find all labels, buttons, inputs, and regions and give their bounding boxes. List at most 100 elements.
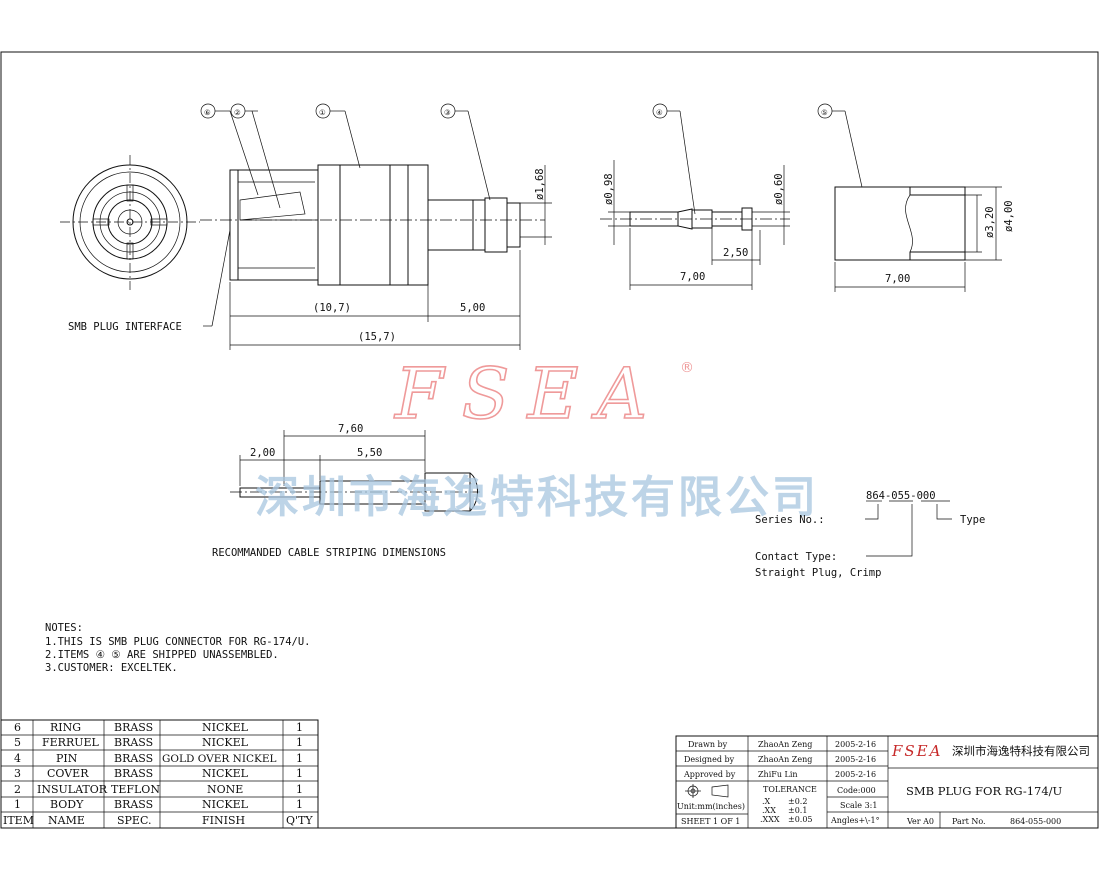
cell-finish: NICKEL [202,798,249,811]
part-no-label: Part No. [952,817,986,826]
units-label: Unit:mm(inches) [677,802,745,811]
callouts: ⑥ ② ① ③ ④ ⑤ [200,103,863,215]
table-row: 1 BODY BRASS NICKEL 1 [14,798,303,811]
table-row: 3 COVER BRASS NICKEL 1 [14,767,303,780]
cell-spec: TEFLON [111,783,160,796]
tol-xx-value: ±0.1 [788,806,807,815]
contact-type-label: Contact Type: [755,551,837,563]
tolerance-label: TOLERANCE [763,785,817,794]
header-name: NAME [48,814,85,827]
part-number-breakdown: 864-055-000 Series No.: Type Contact Typ… [755,490,985,579]
cell-name: INSULATOR [37,783,108,796]
title-block: Drawn by ZhaoAn Zeng 2005-2-16 Designed … [675,735,1099,829]
company-logo: FSEA [891,742,942,760]
company-name: 深圳市海逸特科技有限公司 [952,744,1090,758]
sheet-border [0,51,1099,829]
connector-side-view [200,164,545,286]
cell-item: 3 [14,767,21,780]
dim-5-50: 5,50 [357,447,382,459]
cell-name: COVER [47,767,89,780]
header-spec: SPEC. [117,814,152,827]
callout-5: ⑤ [821,108,828,117]
table-header-row: ITEM NAME SPEC. FINISH Q'TY [3,814,313,827]
fsea-watermark: FSEA [393,353,665,435]
cell-finish: GOLD OVER NICKEL [162,753,277,765]
bom-rows: 6 RING BRASS NICKEL 1 5 FERRUEL BRASS NI… [3,721,313,827]
tol-x: .X [762,797,771,806]
tol-xxx: .XXX [760,815,780,824]
interface-label: SMB PLUG INTERFACE [68,321,182,333]
header-qty: Q'TY [286,814,313,827]
tol-xx: .XX [762,806,776,815]
callout-4: ④ [656,108,663,117]
dim-d4-00: ø4,00 [1003,200,1015,232]
projection-symbol-icon [685,784,729,798]
callout-2: ② [234,108,241,117]
main-dimensions: (10,7) 5,00 (15,7) ø1,68 [229,165,552,350]
part-no: 864-055-000 [1010,817,1061,826]
note-line: 3.CUSTOMER: EXCELTEK. [45,662,178,674]
table-row: 4 PIN BRASS GOLD OVER NICKEL 1 [14,752,303,765]
table-row: 5 FERRUEL BRASS NICKEL 1 [14,736,303,749]
ferrule-detail: ø3,20 ø4,00 7,00 [834,186,1015,292]
cell-qty: 1 [296,798,303,811]
cell-finish: NICKEL [202,767,249,780]
dim-d1-68: ø1,68 [534,168,546,200]
cell-name: BODY [50,798,84,811]
cell-name: PIN [56,752,78,765]
angles-label: Angles+\-1° [830,816,880,825]
cell-qty: 1 [296,736,303,749]
company-watermark-cn: 深圳市海逸特科技有限公司 [255,472,819,523]
notes: NOTES: 1.THIS IS SMB PLUG CONNECTOR FOR … [45,622,311,674]
cell-item: 6 [14,721,21,734]
callout-6: ⑥ [204,108,211,117]
cell-finish: NICKEL [202,736,249,749]
striping-label: RECOMMANDED CABLE STRIPING DIMENSIONS [212,547,446,559]
drawn-by: ZhaoAn Zeng [758,740,812,749]
table-row: 2 INSULATOR TEFLON NONE 1 [14,783,303,796]
dim-2-50: 2,50 [723,247,748,259]
dim-15-7: (15,7) [358,331,396,343]
dim-5-00: 5,00 [460,302,485,314]
callout-3: ③ [444,108,451,117]
notes-title: NOTES: [45,622,83,634]
cell-name: FERRUEL [42,736,100,749]
drawing-title: SMB PLUG FOR RG-174/U [906,784,1063,798]
cell-qty: 1 [296,721,303,734]
cell-item: 4 [14,752,21,765]
dim-10-7: (10,7) [313,302,351,314]
scale-label: Scale 3:1 [840,801,877,810]
series-label: Series No.: [755,514,825,526]
dim-d3-20: ø3,20 [984,206,996,238]
code-label: Code:000 [837,786,876,795]
table-row: 6 RING BRASS NICKEL 1 [14,721,303,734]
dim-7-00-ferrule: 7,00 [885,273,910,285]
dim-d0-60: ø0,60 [773,173,785,205]
cell-item: 1 [14,798,21,811]
cell-item: 2 [14,783,21,796]
cable-striping: 7,60 2,00 5,50 [230,423,480,512]
callout-1: ① [319,108,326,117]
front-view [60,155,200,290]
header-finish: FINISH [202,814,245,827]
approved-by: ZhiFu Lin [758,770,798,779]
cell-finish: NONE [207,783,243,796]
cell-qty: 1 [296,767,303,780]
cell-qty: 1 [296,783,303,796]
designed-by: ZhaoAn Zeng [758,755,812,764]
designed-by-label: Designed by [684,755,735,764]
note-line: 1.THIS IS SMB PLUG CONNECTOR FOR RG-174/… [45,636,311,648]
cell-spec: BRASS [114,798,153,811]
type-label: Type [960,514,985,526]
tol-xxx-value: ±0.05 [788,815,813,824]
version-label: Ver A0 [906,817,934,826]
dim-7-60: 7,60 [338,423,363,435]
cell-name: RING [50,721,81,734]
cell-qty: 1 [296,752,303,765]
cell-spec: BRASS [114,767,153,780]
header-item: ITEM [3,814,34,827]
part-code: 864-055-000 [866,490,936,502]
cell-spec: BRASS [114,736,153,749]
approved-by-label: Approved by [683,770,736,779]
